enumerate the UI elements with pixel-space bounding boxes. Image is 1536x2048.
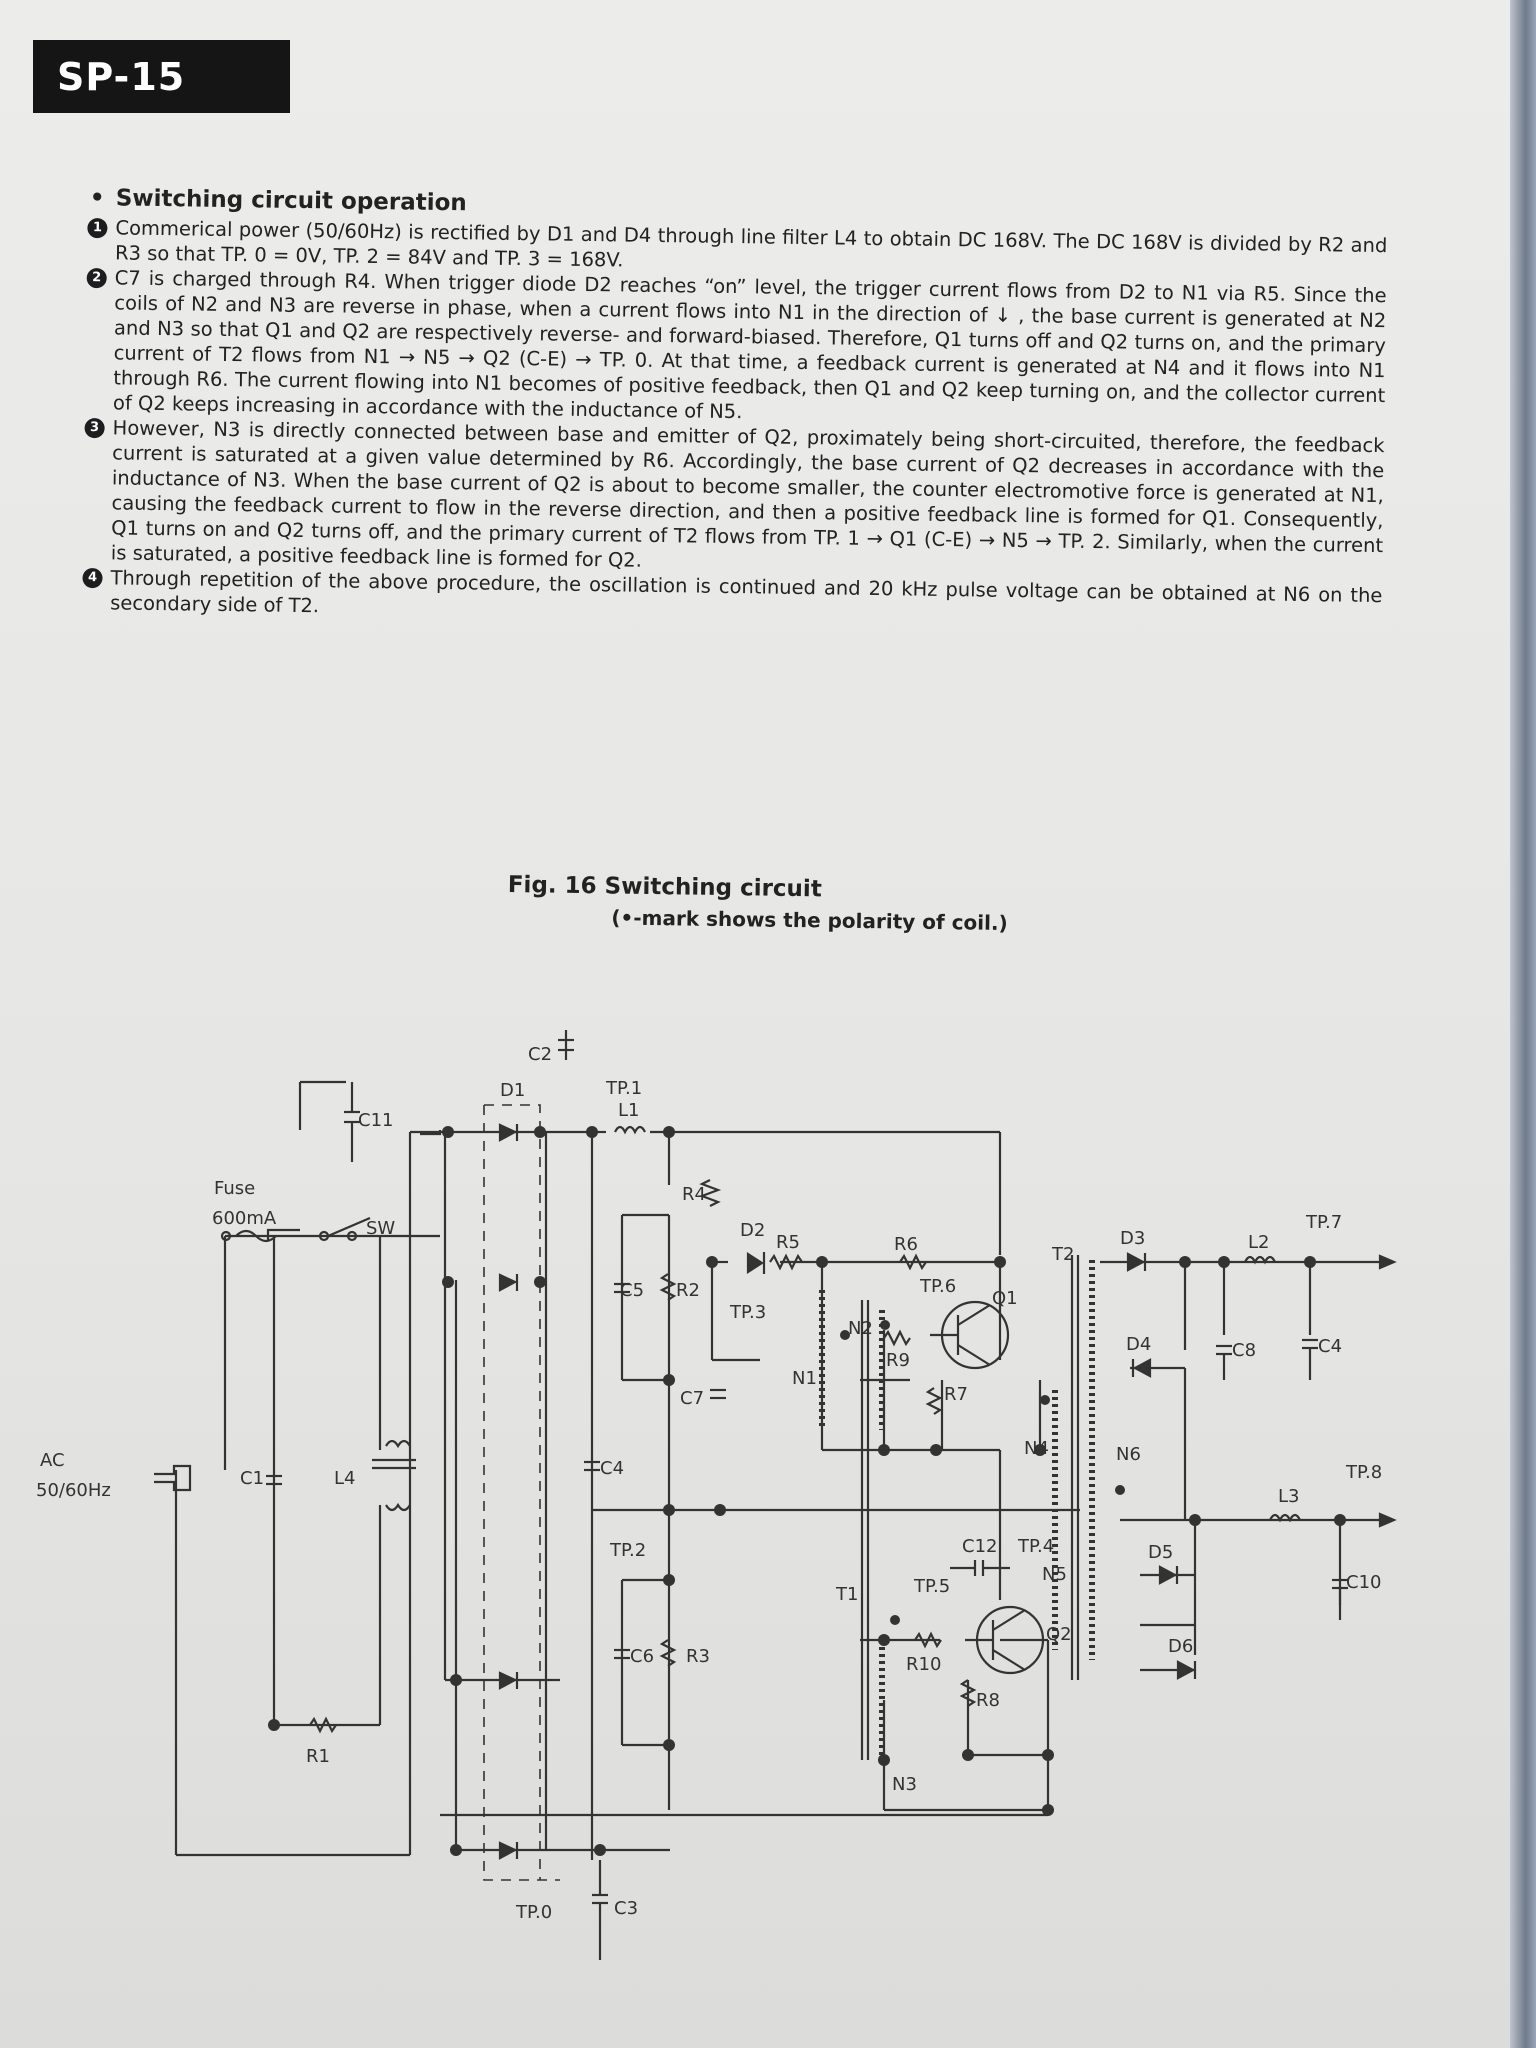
- label-n3: N3: [892, 1774, 917, 1795]
- output-arrows: [1315, 1254, 1397, 1528]
- label-r9: R9: [886, 1350, 910, 1371]
- d3-diode: [1126, 1252, 1147, 1272]
- bridge-diode-d1: [498, 1123, 519, 1142]
- label-c10: C10: [1346, 1572, 1381, 1593]
- label-n1: N1: [792, 1368, 817, 1389]
- label-t2: T2: [1051, 1244, 1074, 1265]
- label-d5: D5: [1148, 1542, 1173, 1563]
- label-c5: C5: [620, 1280, 644, 1301]
- label-r4: R4: [682, 1184, 706, 1205]
- label-c8: C8: [1232, 1340, 1256, 1361]
- label-n6: N6: [1116, 1444, 1141, 1465]
- component-labels: C2 D1 TP.1 L1 C11 Fuse 600mA SW R4 D2 R5…: [36, 1044, 1382, 1923]
- rectifier-bridge-outline: [483, 1104, 560, 1881]
- label-n5: N5: [1042, 1564, 1067, 1585]
- l4-inductor: [372, 1439, 416, 1512]
- d5-diode: [1158, 1565, 1179, 1585]
- small-inductors: [614, 1125, 1301, 1523]
- transformer-windings: [819, 1255, 1095, 1760]
- label-r2: R2: [676, 1280, 700, 1301]
- wiring: [174, 1080, 1342, 1860]
- label-tp1: TP.1: [605, 1078, 642, 1099]
- c12-capacitor: [950, 1560, 1010, 1576]
- c7-capacitor: [710, 1388, 726, 1400]
- d4-diode: [1131, 1358, 1152, 1378]
- label-d3: D3: [1120, 1228, 1145, 1249]
- label-tp3: TP.3: [729, 1302, 766, 1323]
- label-l2: L2: [1248, 1232, 1269, 1253]
- label-fuse: Fuse: [214, 1178, 255, 1199]
- bridge-diode-4: [498, 1841, 519, 1860]
- c4-capacitor: [584, 1460, 600, 1472]
- label-ac: AC: [40, 1450, 65, 1471]
- label-n2: N2: [848, 1318, 873, 1339]
- label-fuse-rating: 600mA: [212, 1208, 277, 1229]
- label-c7: C7: [680, 1388, 704, 1409]
- label-l4: L4: [334, 1468, 355, 1489]
- bridge-diode-2: [498, 1273, 519, 1292]
- label-c12: C12: [962, 1536, 997, 1557]
- label-q2: Q2: [1046, 1624, 1072, 1645]
- label-l3: L3: [1278, 1486, 1299, 1507]
- c10-capacitor: [1332, 1578, 1348, 1620]
- label-c2: C2: [528, 1044, 552, 1065]
- fuse-symbol: [235, 1229, 277, 1243]
- c3-capacitor: [592, 1860, 608, 1960]
- label-r10: R10: [906, 1654, 941, 1675]
- label-d4: D4: [1126, 1334, 1151, 1355]
- label-tp2: TP.2: [609, 1540, 646, 1561]
- label-r3: R3: [686, 1646, 710, 1667]
- background-edge: [1510, 0, 1536, 2048]
- label-r1: R1: [306, 1746, 330, 1767]
- label-tp8: TP.8: [1345, 1462, 1382, 1483]
- q2-transistor: [965, 1605, 1045, 1675]
- label-sw: SW: [366, 1218, 395, 1239]
- label-c4: C4: [600, 1458, 624, 1479]
- c8-capacitor: [1216, 1344, 1232, 1380]
- label-d1: D1: [500, 1080, 525, 1101]
- c5-capacitor: [614, 1282, 630, 1294]
- c2-capacitor: [558, 1030, 574, 1060]
- label-r5: R5: [776, 1232, 800, 1253]
- label-n4: N4: [1024, 1438, 1049, 1459]
- label-tp4: TP.4: [1017, 1536, 1054, 1557]
- model-tag: SP-15: [33, 40, 290, 113]
- bridge-diode-3: [498, 1671, 519, 1690]
- label-q1: Q1: [992, 1288, 1018, 1309]
- d6-diode: [1176, 1660, 1197, 1680]
- label-ac-frequency: 50/60Hz: [36, 1480, 111, 1501]
- label-d6: D6: [1168, 1636, 1193, 1657]
- d2-trigger-diode: [746, 1251, 766, 1275]
- label-tp0: TP.0: [515, 1902, 552, 1923]
- label-c3: C3: [614, 1898, 638, 1919]
- label-tp5: TP.5: [913, 1576, 950, 1597]
- c4-output-capacitor: [1302, 1338, 1318, 1380]
- label-r8: R8: [976, 1690, 1000, 1711]
- label-r7: R7: [944, 1384, 968, 1405]
- resistors: [309, 1179, 977, 1734]
- c1-capacitor: [266, 1474, 282, 1486]
- junction-dots: [268, 1126, 1346, 1856]
- label-c11: C11: [358, 1110, 393, 1131]
- ac-plug: [154, 1464, 192, 1492]
- power-switch: [220, 1216, 371, 1242]
- label-tp6: TP.6: [919, 1276, 956, 1297]
- c6-capacitor: [614, 1648, 630, 1660]
- label-c6: C6: [630, 1646, 654, 1667]
- label-tp7: TP.7: [1305, 1212, 1342, 1233]
- label-l1: L1: [618, 1100, 639, 1121]
- c11-capacitor: [344, 1082, 360, 1162]
- label-t1: T1: [835, 1584, 858, 1605]
- label-r6: R6: [894, 1234, 918, 1255]
- label-c4-output: C4: [1318, 1336, 1342, 1357]
- label-c1: C1: [240, 1468, 264, 1489]
- q1-transistor: [930, 1300, 1010, 1370]
- label-d2: D2: [740, 1220, 765, 1241]
